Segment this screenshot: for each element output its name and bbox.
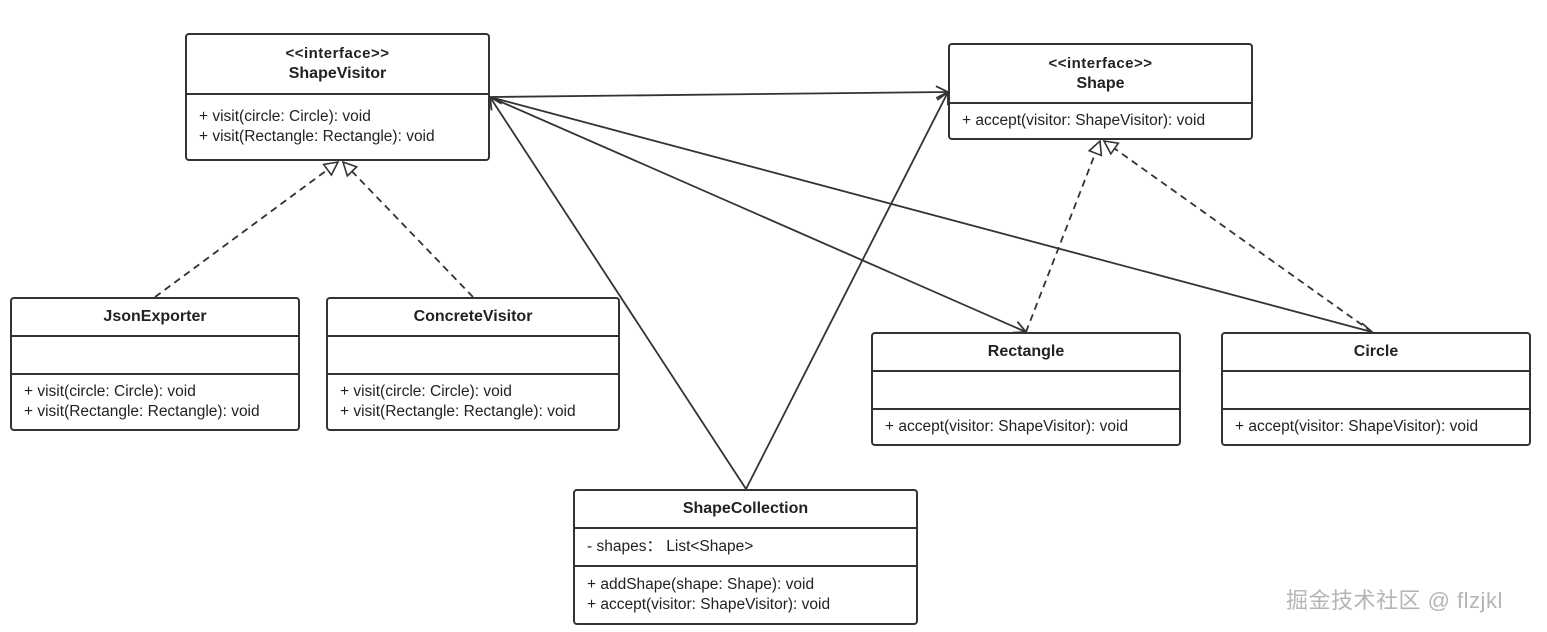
class-shape-visitor[interactable]: <<interface>> ShapeVisitor + visit(circl… (185, 33, 490, 161)
operation: + addShape(shape: Shape): void (587, 576, 815, 593)
attributes-compartment (873, 372, 1179, 410)
realization-line (1025, 152, 1097, 333)
operations-compartment: + visit(circle: Circle): void + visit(Re… (12, 375, 298, 429)
class-name: Circle (1353, 343, 1399, 360)
association-line (489, 91, 949, 98)
class-header: Rectangle (873, 334, 1179, 372)
operation: + accept(visitor: ShapeVisitor): void (962, 112, 1206, 129)
operations-compartment: + addShape(shape: Shape): void + accept(… (575, 567, 916, 623)
operation: + visit(circle: Circle): void (24, 383, 196, 400)
operations-compartment: + accept(visitor: ShapeVisitor): void (950, 104, 1251, 138)
association-arrowhead (488, 95, 503, 111)
class-rectangle[interactable]: Rectangle + accept(visitor: ShapeVisitor… (871, 332, 1181, 446)
class-name: Shape (1076, 74, 1125, 92)
attributes-compartment (12, 337, 298, 375)
association-arrowhead (935, 85, 951, 99)
class-name: Rectangle (987, 343, 1065, 360)
realization-arrowhead (322, 160, 340, 177)
operations-compartment: + accept(visitor: ShapeVisitor): void (873, 410, 1179, 444)
class-header: JsonExporter (12, 299, 298, 337)
class-header: Circle (1223, 334, 1529, 372)
operation: + visit(circle: Circle): void (199, 108, 371, 125)
watermark-text: 掘金技术社区 @ flzjkl (1286, 588, 1503, 613)
operation: + accept(visitor: ShapeVisitor): void (885, 418, 1129, 435)
operation: + visit(Rectangle: Rectangle): void (24, 403, 260, 420)
realization-arrowhead (1102, 139, 1120, 156)
operation: + visit(Rectangle: Rectangle): void (199, 128, 435, 145)
operation: + visit(Rectangle: Rectangle): void (340, 403, 576, 420)
realization-line (154, 168, 329, 298)
class-name: JsonExporter (103, 308, 207, 325)
class-shape[interactable]: <<interface>> Shape + accept(visitor: Sh… (948, 43, 1253, 140)
attribute: - shapes： List<Shape> (587, 538, 754, 555)
class-shape-collection[interactable]: ShapeCollection - shapes： List<Shape> + … (573, 489, 918, 625)
operation: + accept(visitor: ShapeVisitor): void (587, 596, 831, 613)
association-arrowhead (936, 90, 949, 106)
operations-compartment: + accept(visitor: ShapeVisitor): void (1223, 410, 1529, 444)
class-json-exporter[interactable]: JsonExporter + visit(circle: Circle): vo… (10, 297, 300, 431)
attributes-compartment: - shapes： List<Shape> (575, 529, 916, 567)
class-circle[interactable]: Circle + accept(visitor: ShapeVisitor): … (1221, 332, 1531, 446)
attributes-compartment (1223, 372, 1529, 410)
class-name: ShapeVisitor (288, 65, 387, 82)
class-name: ConcreteVisitor (413, 308, 533, 325)
class-header: <<interface>> Shape (950, 45, 1251, 104)
class-header: ConcreteVisitor (328, 299, 618, 337)
class-header: <<interface>> ShapeVisitor (187, 35, 488, 95)
operation: + accept(visitor: ShapeVisitor): void (1235, 418, 1479, 435)
class-concrete-visitor[interactable]: ConcreteVisitor + visit(circle: Circle):… (326, 297, 620, 431)
realization-arrowhead (341, 160, 359, 178)
operation: + visit(circle: Circle): void (340, 383, 512, 400)
realization-line (1114, 147, 1373, 333)
operations-compartment: + visit(circle: Circle): void + visit(Re… (187, 95, 488, 159)
realization-line (351, 170, 474, 298)
attributes-compartment (328, 337, 618, 375)
class-header: ShapeCollection (575, 491, 916, 529)
operations-compartment: + visit(circle: Circle): void + visit(Re… (328, 375, 618, 429)
stereotype-label: <<interface>> (1048, 54, 1153, 72)
stereotype-label: <<interface>> (285, 45, 390, 62)
class-name: ShapeCollection (682, 500, 809, 517)
realization-arrowhead (1087, 139, 1103, 157)
